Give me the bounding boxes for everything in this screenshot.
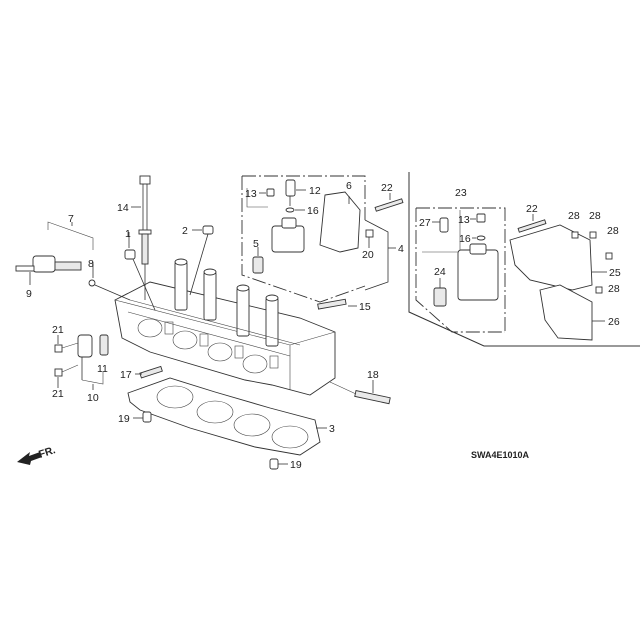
part-13-bolt-a bbox=[259, 188, 275, 197]
callout-15[interactable]: 15 bbox=[359, 301, 371, 313]
callout-6[interactable]: 6 bbox=[346, 180, 352, 192]
callout-27[interactable]: 27 bbox=[419, 217, 431, 229]
callout-12[interactable]: 12 bbox=[309, 185, 321, 197]
part-13-bolt-b bbox=[470, 213, 486, 223]
callout-28-c[interactable]: 28 bbox=[607, 225, 619, 237]
callout-3[interactable]: 3 bbox=[329, 423, 335, 435]
cylinder-head bbox=[114, 258, 336, 396]
part-17-stud bbox=[135, 365, 163, 379]
callout-16-b[interactable]: 16 bbox=[459, 233, 471, 245]
part-22-bolt-a bbox=[374, 193, 404, 212]
part-19-dowel-a bbox=[133, 411, 152, 423]
right-section-frame bbox=[408, 172, 640, 347]
part-25-cover bbox=[509, 224, 607, 291]
callout-24[interactable]: 24 bbox=[434, 266, 446, 278]
callout-26[interactable]: 26 bbox=[608, 316, 620, 328]
part-7-spool-valve bbox=[15, 221, 131, 301]
callout-8[interactable]: 8 bbox=[88, 258, 94, 270]
part-24-gasket bbox=[433, 278, 447, 307]
callout-4[interactable]: 4 bbox=[398, 243, 404, 255]
part-14-head-bolt bbox=[131, 175, 152, 300]
part-18-stud bbox=[329, 380, 391, 405]
part-26-cover bbox=[539, 284, 605, 341]
part-15-stud bbox=[317, 298, 357, 310]
callout-9[interactable]: 9 bbox=[26, 288, 32, 300]
callout-2[interactable]: 2 bbox=[182, 225, 188, 237]
part-6-bracket bbox=[319, 191, 361, 253]
diagram-code: SWA4E1010A bbox=[471, 450, 530, 460]
callout-11[interactable]: 11 bbox=[97, 363, 108, 375]
callout-19-b[interactable]: 19 bbox=[290, 459, 302, 471]
callout-1[interactable]: 1 bbox=[125, 228, 131, 240]
callout-13-a[interactable]: 13 bbox=[245, 188, 257, 200]
part-22-bolt-b bbox=[517, 214, 547, 233]
part-12-sensor bbox=[285, 179, 306, 206]
callout-14[interactable]: 14 bbox=[117, 202, 129, 214]
callout-labels: 1 2 3 4 5 6 7 8 9 10 11 12 13 13 14 15 1… bbox=[26, 180, 621, 471]
part-20-bolt bbox=[365, 229, 374, 248]
front-direction-arrow: FR. bbox=[17, 444, 57, 465]
part-1-cap bbox=[124, 232, 156, 311]
assembly-4-frame bbox=[241, 175, 396, 303]
callout-10[interactable]: 10 bbox=[87, 392, 99, 404]
head-gasket bbox=[127, 377, 321, 456]
callout-28-d[interactable]: 28 bbox=[608, 283, 620, 295]
part-vtc-solenoid-b bbox=[457, 243, 499, 301]
callout-17[interactable]: 17 bbox=[120, 369, 132, 381]
callout-21-a[interactable]: 21 bbox=[52, 324, 64, 336]
callout-5[interactable]: 5 bbox=[253, 238, 259, 250]
callout-28-b[interactable]: 28 bbox=[589, 210, 601, 222]
part-16-o-ring-b bbox=[472, 235, 486, 241]
callout-18[interactable]: 18 bbox=[367, 369, 379, 381]
callout-28-a[interactable]: 28 bbox=[568, 210, 580, 222]
callout-22-a[interactable]: 22 bbox=[381, 182, 393, 194]
callout-25[interactable]: 25 bbox=[609, 267, 621, 279]
callout-16-a[interactable]: 16 bbox=[307, 205, 319, 217]
callout-13-b[interactable]: 13 bbox=[458, 214, 470, 226]
direction-label: FR. bbox=[37, 444, 57, 461]
part-vtc-solenoid bbox=[271, 217, 305, 253]
callout-21-b[interactable]: 21 bbox=[52, 388, 64, 400]
callout-22-b[interactable]: 22 bbox=[526, 203, 538, 215]
callout-23[interactable]: 23 bbox=[455, 187, 467, 199]
callout-7[interactable]: 7 bbox=[68, 213, 74, 225]
part-5-gasket bbox=[252, 247, 264, 274]
part-10-assembly bbox=[54, 334, 109, 390]
part-16-o-ring-a bbox=[285, 207, 305, 213]
part-27-sensor bbox=[432, 217, 449, 233]
part-28-bolts bbox=[571, 231, 613, 294]
part-19-dowel-b bbox=[269, 458, 288, 470]
callout-19-a[interactable]: 19 bbox=[118, 413, 130, 425]
part-2-cap bbox=[189, 225, 214, 296]
callout-20[interactable]: 20 bbox=[362, 249, 374, 261]
